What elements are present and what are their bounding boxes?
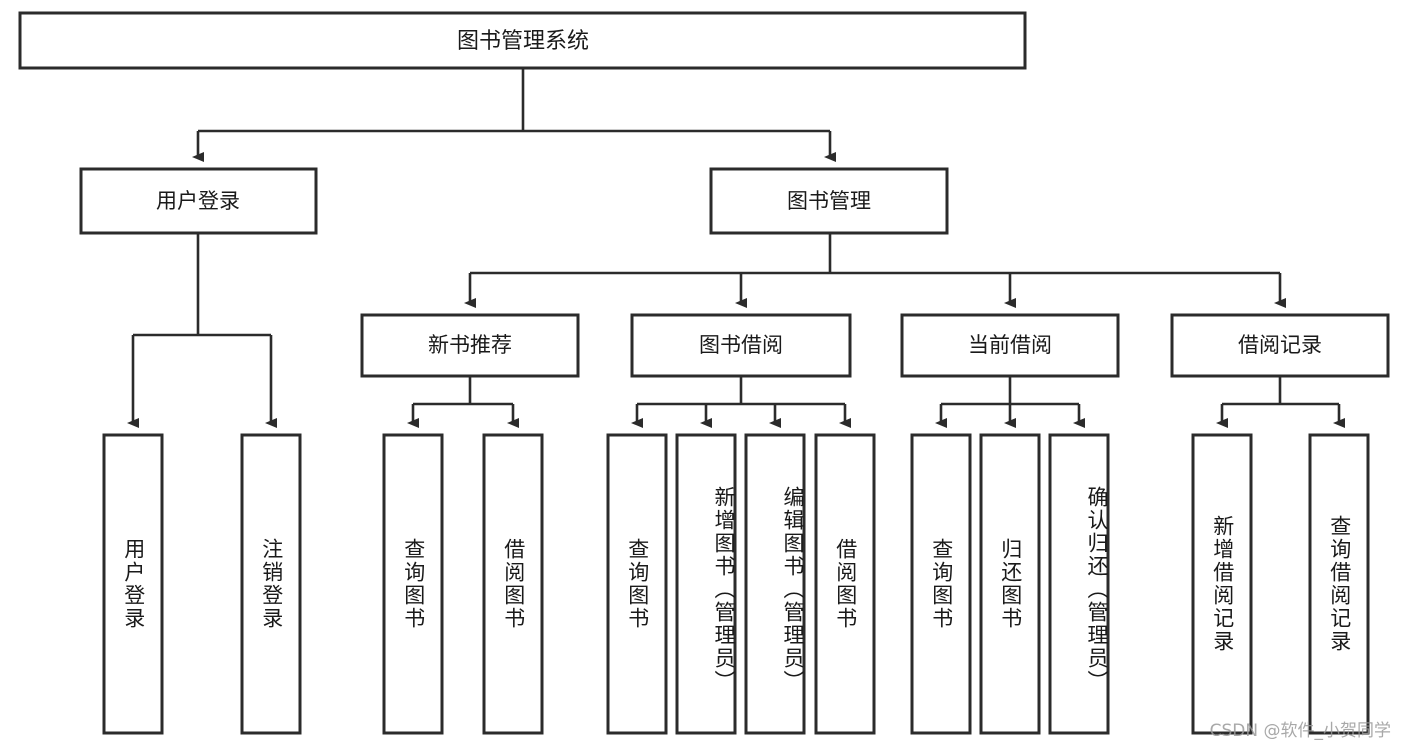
leaf-box-current-borrow-1[interactable] [979,433,1041,735]
node-new-book-recommend-label: 新书推荐 [428,333,512,357]
node-borrow-records[interactable]: 借阅记录 [1170,313,1390,378]
connector-book-management-to-level3 [464,233,1286,308]
node-current-borrow-label: 当前借阅 [968,333,1052,357]
leaf-box-book-borrow-0[interactable] [606,433,668,735]
node-user-login[interactable]: 用户登录 [79,167,318,235]
leaf-box-book-borrow-3[interactable] [814,433,876,735]
node-new-book-recommend[interactable]: 新书推荐 [360,313,580,378]
leaf-box-user-login-1[interactable] [240,433,302,735]
node-root-system-label: 图书管理系统 [457,29,589,54]
node-book-management[interactable]: 图书管理 [709,167,949,235]
connector-root-to-level2 [192,68,836,162]
csdn-watermark: CSDN @软件_小贺同学 [1209,721,1391,741]
node-book-borrow[interactable]: 图书借阅 [630,313,852,378]
node-borrow-records-label: 借阅记录 [1238,333,1322,357]
leaf-box-book-borrow-2[interactable] [744,433,806,735]
leaf-box-new-book-0[interactable] [382,433,444,735]
leaf-box-book-borrow-1[interactable] [675,433,737,735]
leaf-box-current-borrow-2[interactable] [1048,433,1110,735]
leaf-box-current-borrow-0[interactable] [910,433,972,735]
connector-current-borrow-to-leaves [935,376,1085,428]
leaf-box-borrow-records-1[interactable] [1308,433,1370,735]
connector-book-borrow-to-leaves [631,376,851,428]
node-root-system[interactable]: 图书管理系统 [18,11,1027,70]
connector-borrow-records-to-leaves [1216,376,1345,428]
node-current-borrow[interactable]: 当前借阅 [900,313,1120,378]
leaf-box-user-login-0[interactable] [102,433,164,735]
node-user-login-label: 用户登录 [156,189,240,213]
node-book-borrow-label: 图书借阅 [699,333,783,357]
connector-user-login-to-leaves [127,233,277,428]
connector-new-book-to-leaves [407,376,519,428]
node-book-management-label: 图书管理 [787,189,871,213]
leaf-box-borrow-records-0[interactable] [1191,433,1253,735]
leaf-box-new-book-1[interactable] [482,433,544,735]
